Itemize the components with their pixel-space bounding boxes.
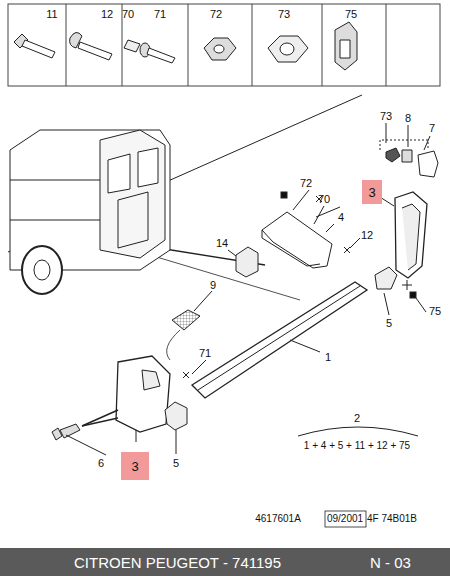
callout-number: 7 xyxy=(429,123,435,134)
callout-number: 75 xyxy=(345,9,357,20)
callout-number: 12 xyxy=(361,230,373,241)
callout-number: 1 xyxy=(325,352,331,363)
callout-number: 71 xyxy=(199,348,211,359)
callout-number: 14 xyxy=(216,238,228,249)
band-text: CITROEN PEUGEOT - 741195 xyxy=(74,554,281,571)
callout-number: 71 xyxy=(154,9,166,20)
callout-number: 8 xyxy=(405,113,411,124)
callout-number: 3 xyxy=(131,459,138,474)
callout-number: 11 xyxy=(46,9,57,20)
assembly-formula: 1 + 4 + 5 + 11 + 12 + 75 xyxy=(304,441,410,451)
callout-number: 5 xyxy=(173,458,179,469)
callout-number: 70 xyxy=(318,194,330,205)
callout-number: 72 xyxy=(300,178,312,189)
callout-number: 5 xyxy=(386,318,392,329)
callout-number: 72 xyxy=(210,9,222,20)
callout-number: 4 xyxy=(338,212,344,223)
callout-number: 70 xyxy=(122,9,134,20)
callout-number: 73 xyxy=(278,9,290,20)
reference-code: 4F 74B01B xyxy=(367,514,417,524)
callout-number: 73 xyxy=(380,111,392,122)
callout-number: 9 xyxy=(210,280,216,291)
part-number-band: CITROEN PEUGEOT - 741195 N - 03 xyxy=(0,548,450,576)
highlight-callout: 3 xyxy=(362,180,382,204)
callout-number: 75 xyxy=(429,306,441,317)
reference-code: 09/2001 xyxy=(327,514,363,524)
callout-number: 12 xyxy=(101,9,113,20)
highlight-callout: 3 xyxy=(121,452,149,480)
reference-code: 4617601A xyxy=(255,514,301,524)
callout-number: 2 xyxy=(354,413,360,424)
callout-number: 3 xyxy=(368,185,375,200)
band-text: N - 03 xyxy=(370,554,411,571)
callout-number: 6 xyxy=(98,458,104,469)
